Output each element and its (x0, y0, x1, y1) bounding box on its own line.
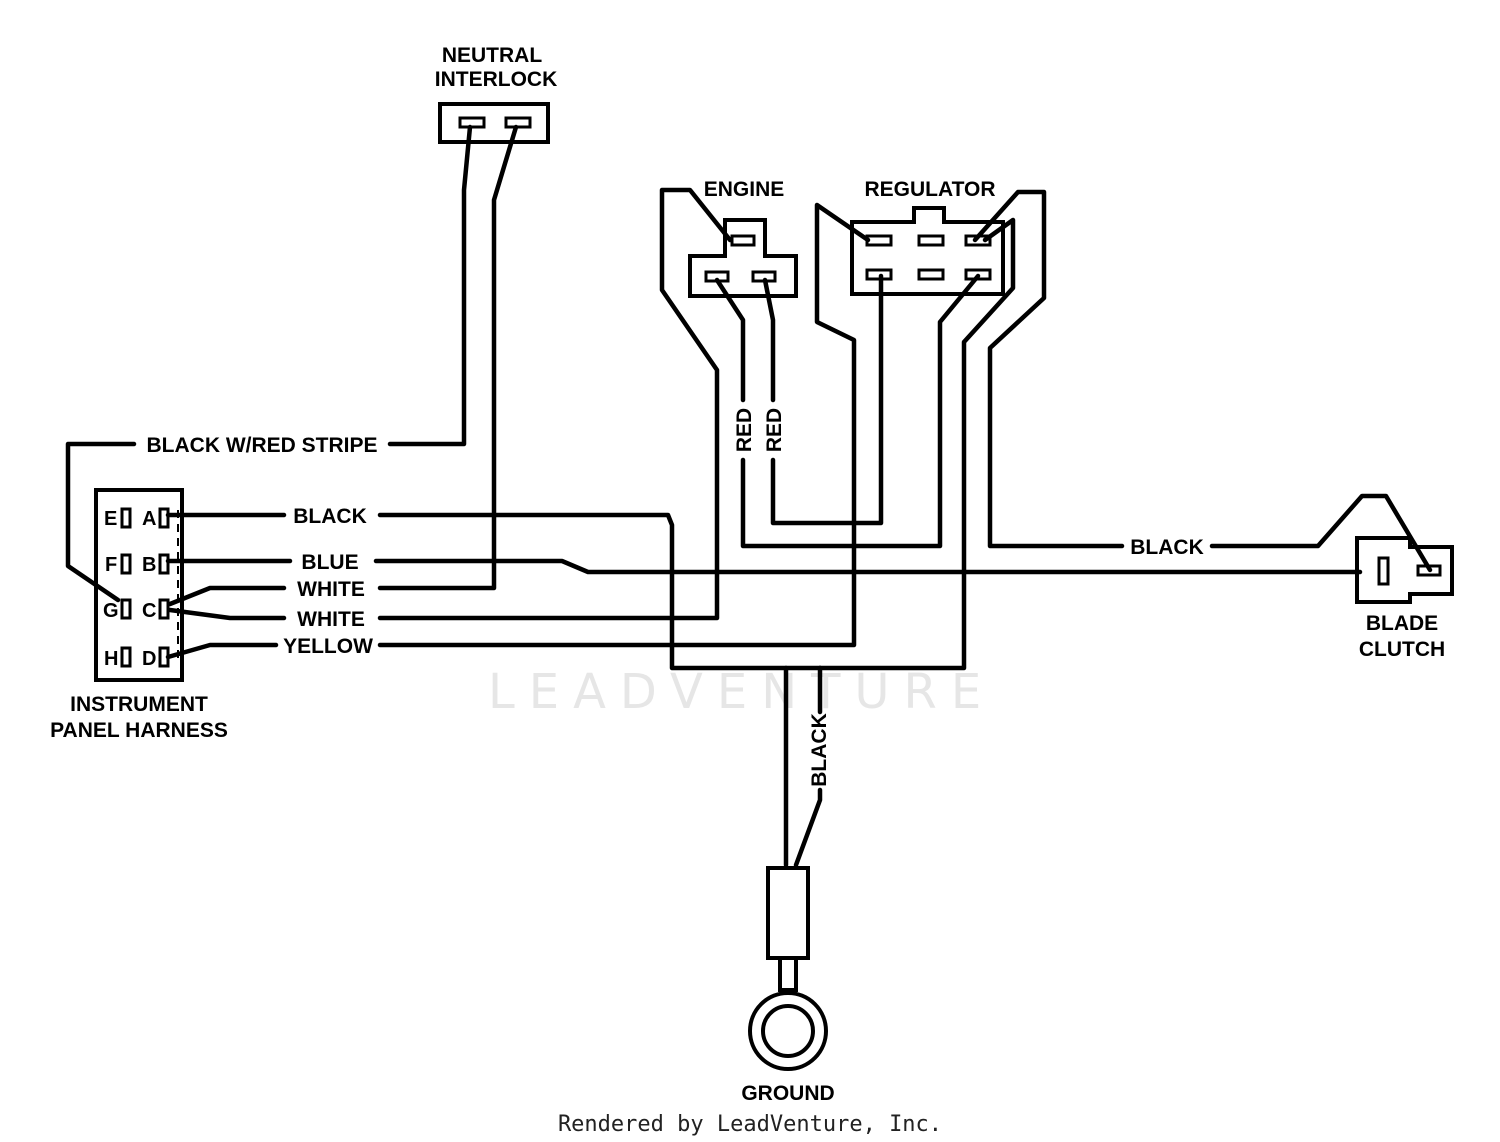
label-white-1: WHITE (297, 578, 365, 601)
pin-c-label: C (142, 600, 156, 622)
neutral-interlock-label-line2: INTERLOCK (435, 68, 558, 91)
instrument-panel-harness-connector (94, 488, 184, 682)
wire-red-1 (714, 273, 981, 549)
footer-credit: Rendered by LeadVenture, Inc. (558, 1112, 942, 1137)
pin-f-label: F (105, 554, 117, 576)
pin-d-label: D (142, 648, 156, 670)
wire-black-red-stripe (65, 124, 473, 603)
wire-black-ground (793, 665, 823, 868)
instrument-panel-harness-label-line2: PANEL HARNESS (50, 719, 228, 742)
blade-clutch-label-line2: CLUTCH (1359, 638, 1445, 661)
engine-connector (688, 218, 798, 298)
watermark: LEADVENTURE (488, 664, 995, 720)
label-black-blade: BLACK (1130, 536, 1204, 559)
wire-yellow (165, 202, 871, 660)
wire-white-1 (167, 124, 519, 607)
wire-regulator-ground (817, 217, 1016, 671)
label-red-1: RED (733, 408, 756, 452)
regulator-label: REGULATOR (864, 178, 995, 201)
pin-a-label: A (142, 508, 156, 530)
neutral-interlock-connector (438, 102, 550, 144)
label-blue: BLUE (301, 551, 358, 574)
label-red-2: RED (763, 408, 786, 452)
label-black-red-stripe: BLACK W/RED STRIPE (147, 434, 378, 457)
pin-h-label: H (104, 648, 118, 670)
pin-b-label: B (142, 554, 156, 576)
label-white-2: WHITE (297, 608, 365, 631)
label-black-a: BLACK (293, 505, 367, 528)
ground-terminal (748, 866, 828, 1071)
regulator-connector (850, 206, 1005, 296)
wire-black-a (165, 512, 823, 671)
wire-blue (165, 558, 1363, 575)
wire-red-2 (762, 273, 884, 526)
engine-label: ENGINE (704, 178, 785, 201)
label-black-ground: BLACK (808, 713, 831, 787)
instrument-panel-harness-label-line1: INSTRUMENT (70, 693, 208, 716)
pin-e-label: E (104, 508, 117, 530)
pin-g-label: G (103, 600, 119, 622)
label-yellow: YELLOW (283, 635, 373, 658)
blade-clutch-label-line1: BLADE (1366, 612, 1438, 635)
wire-white-2 (167, 187, 733, 621)
blade-clutch-connector (1355, 536, 1454, 604)
wire-black-blade (972, 189, 1433, 573)
neutral-interlock-label-line1: NEUTRAL (442, 44, 542, 67)
ground-label: GROUND (741, 1082, 834, 1105)
